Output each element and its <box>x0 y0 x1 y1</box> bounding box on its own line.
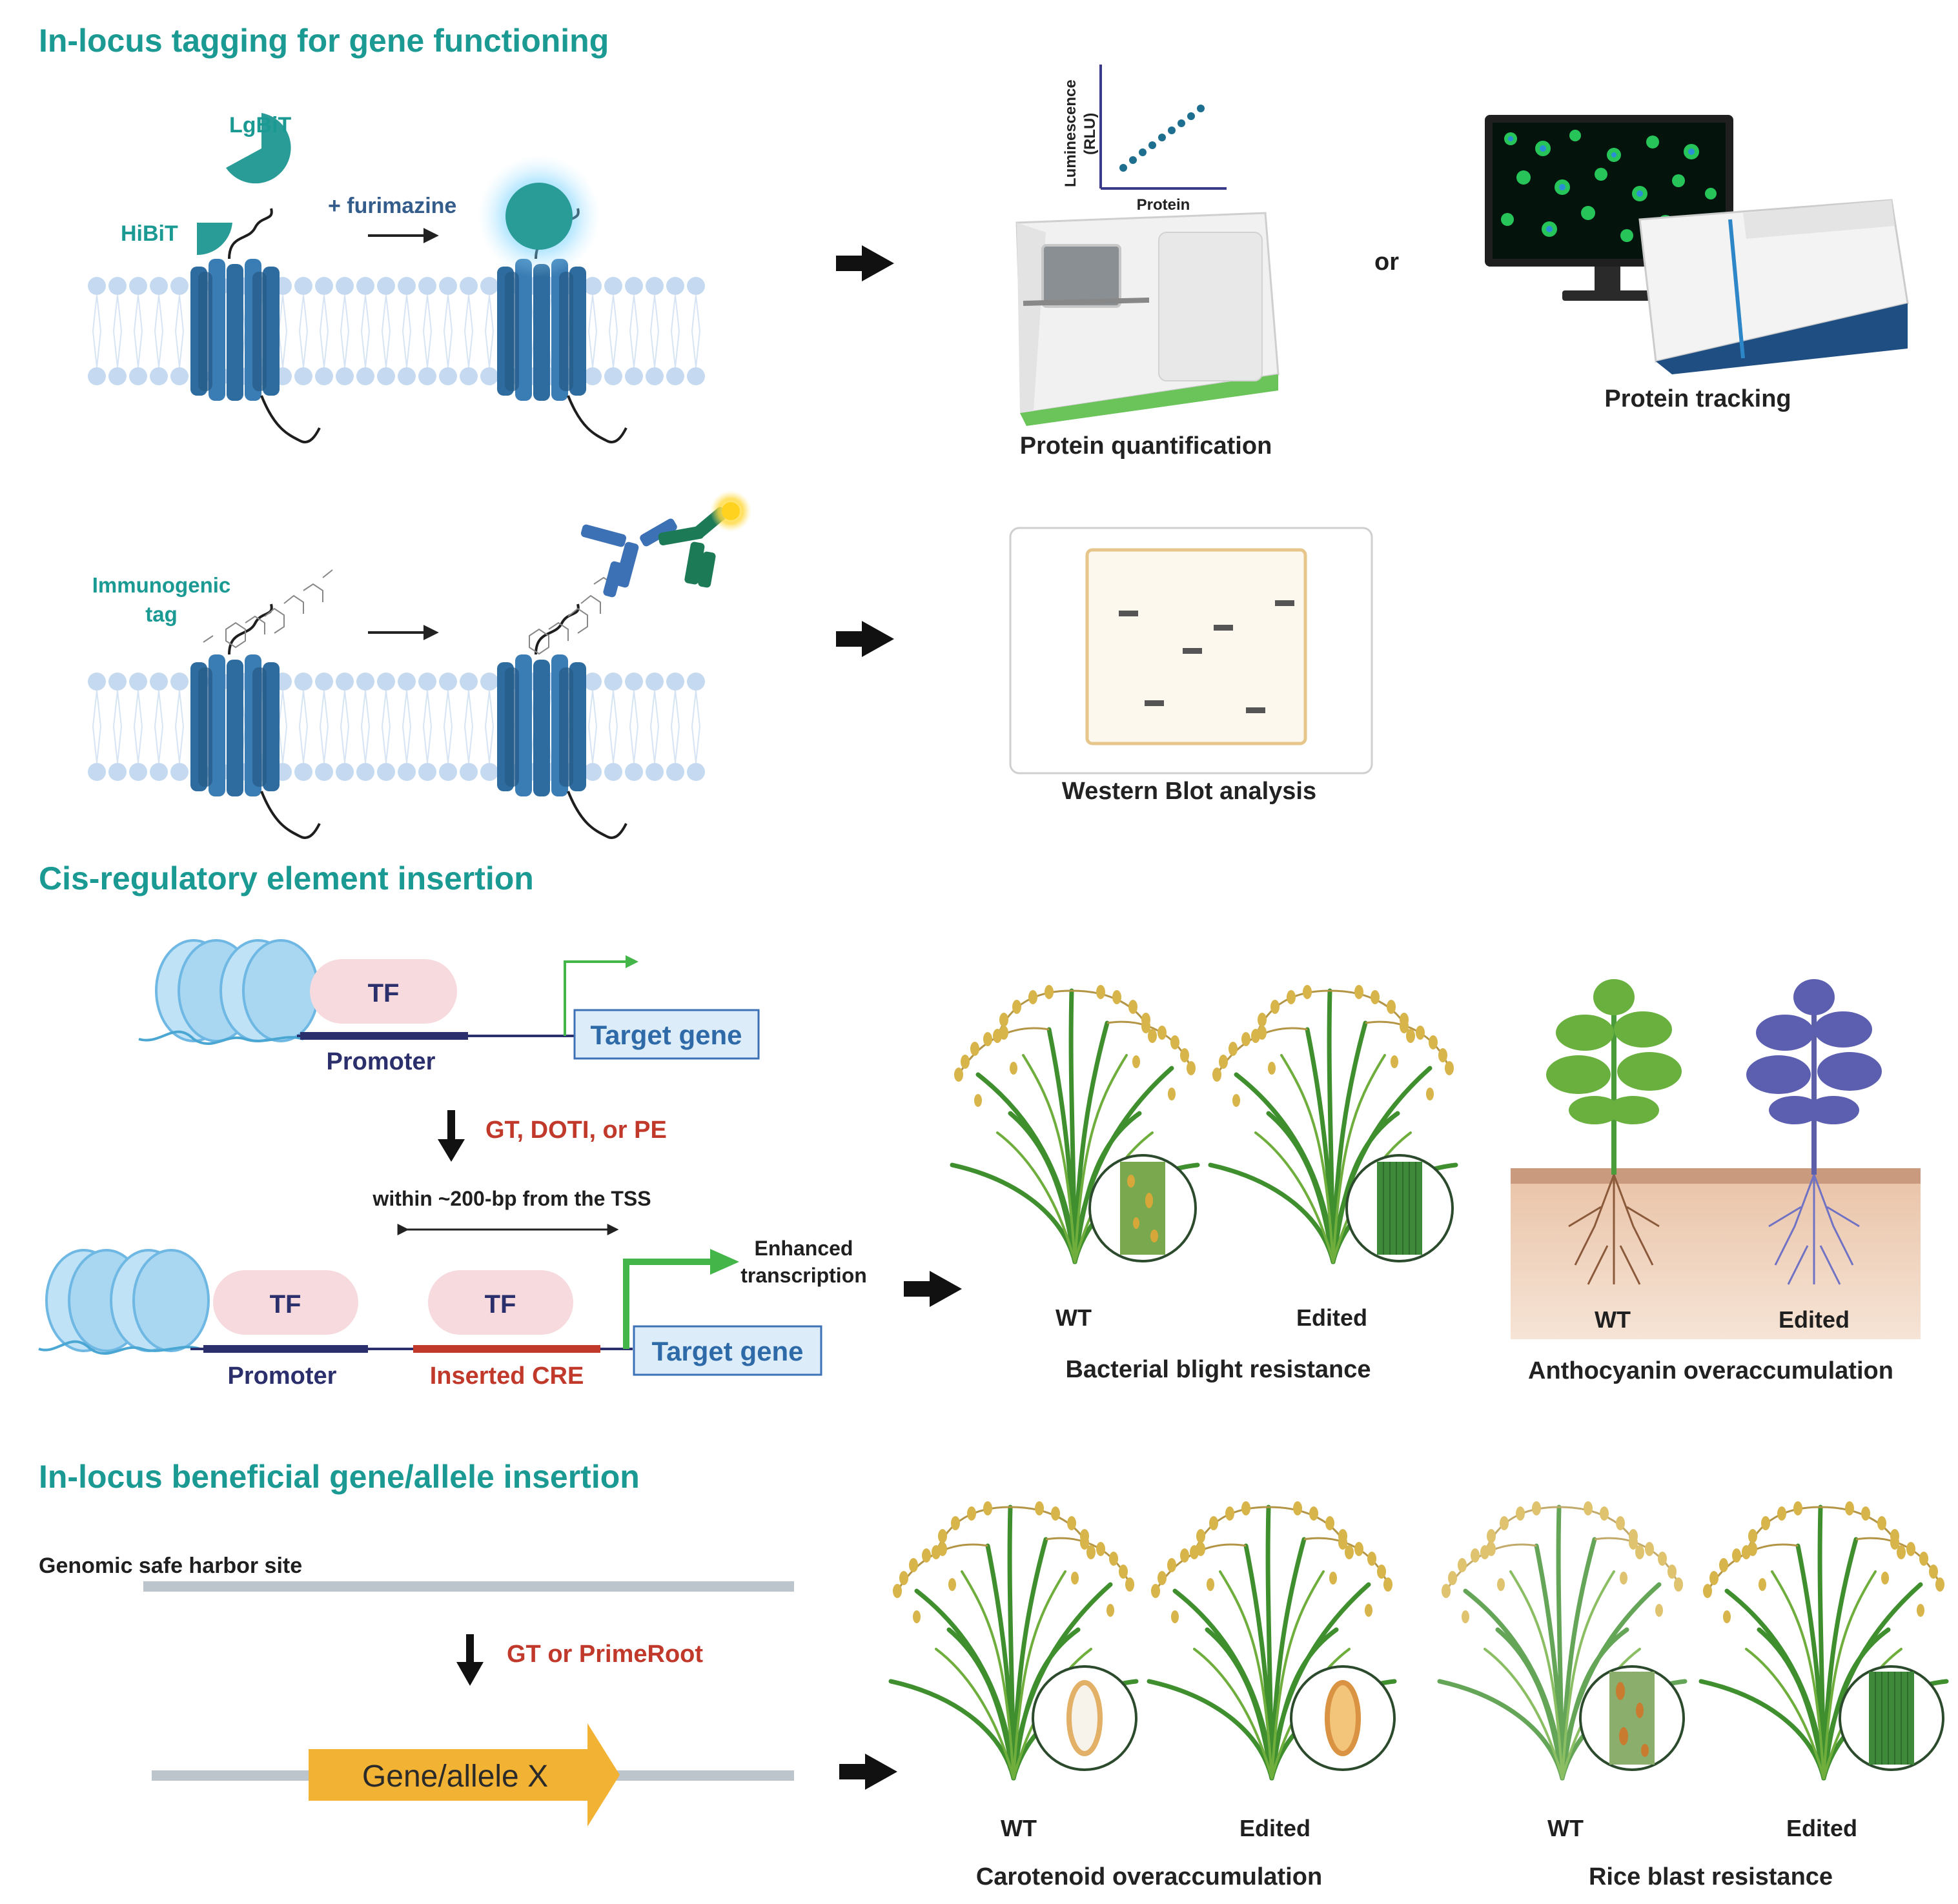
luminescence-plot: Luminescence (RLU) Protein concentration <box>1062 65 1227 232</box>
plot-ylabel-1: Luminescence <box>1062 79 1079 187</box>
wt-label-blast: WT <box>1547 1815 1584 1841</box>
western-blot-label: Western Blot analysis <box>1062 778 1316 805</box>
within-tss-label: within ~200-bp from the TSS <box>372 1187 651 1210</box>
edited-label-bb: Edited <box>1296 1304 1367 1331</box>
edited-label-anthocyanin: Edited <box>1779 1306 1850 1333</box>
hibit-label: HiBiT <box>121 221 178 246</box>
promoter-bar-bottom <box>203 1345 368 1353</box>
tss-arrowhead-bottom <box>710 1249 739 1275</box>
anthocyanin-label: Anthocyanin overaccumulation <box>1528 1357 1893 1384</box>
enhanced-label-2: transcription <box>740 1264 867 1287</box>
tss-arrow-bottom <box>623 1259 717 1349</box>
immunogenic-tag-label-1: Immunogenic <box>92 573 231 597</box>
section-cre: Cis-regulatory element insertion TF Prom… <box>38 860 1921 1390</box>
immunogenic-tag-label-2: tag <box>145 602 178 626</box>
target-gene-box-top <box>573 1009 760 1060</box>
target-gene-label-top: Target gene <box>591 1020 742 1050</box>
flow-arrow-3 <box>904 1271 962 1307</box>
flow-arrow-1 <box>836 245 894 281</box>
insertion-methods-label: GT or PrimeRoot <box>507 1641 703 1668</box>
furimazine-label: + furimazine <box>328 194 456 218</box>
flow-arrow-4 <box>839 1754 897 1790</box>
gene-allele-label: Gene/allele X <box>362 1759 548 1794</box>
lgbit-label: LgBiT <box>229 113 292 137</box>
enhanced-label-1: Enhanced <box>755 1237 853 1260</box>
receptor-2b <box>496 603 627 839</box>
nucleosome-top <box>138 939 320 1046</box>
tf-bubble-bottom-1 <box>213 1270 358 1335</box>
leaf-veins <box>1383 1162 1416 1255</box>
lesion-spots <box>1127 1175 1158 1242</box>
inserted-cre-bar <box>413 1345 600 1353</box>
tf-label-top: TF <box>368 979 400 1008</box>
blast-lesions <box>1616 1682 1649 1757</box>
down-arrow-cre <box>438 1110 465 1162</box>
tf-label-bottom-1: TF <box>270 1290 301 1319</box>
section-title-tagging: In-locus tagging for gene functioning <box>39 23 609 59</box>
wt-label-anthocyanin: WT <box>1595 1306 1631 1333</box>
golden-grain <box>1325 1680 1361 1756</box>
cell-membrane-2 <box>87 672 706 782</box>
section-insertion: In-locus beneficial gene/allele insertio… <box>39 1459 1946 1890</box>
or-label: or <box>1374 248 1399 276</box>
down-arrow-insertion <box>456 1634 484 1686</box>
plot-xlabel-1: Protein <box>1137 196 1190 214</box>
target-gene-label-bottom: Target gene <box>652 1336 804 1366</box>
safe-harbor-label: Genomic safe harbor site <box>39 1554 302 1578</box>
tf-bubble-bottom-2 <box>428 1270 573 1335</box>
cre-methods-label: GT, DOTI, or PE <box>485 1117 667 1144</box>
section-title-insertion: In-locus beneficial gene/allele insertio… <box>39 1459 640 1495</box>
tag-structure-1 <box>203 569 333 649</box>
promoter-label-bottom: Promoter <box>228 1362 337 1390</box>
wt-label-carotenoid: WT <box>1001 1815 1037 1841</box>
lgbit-shape <box>226 113 291 184</box>
tf-bubble-top <box>310 959 457 1024</box>
leaf-veins-3 <box>1875 1672 1908 1765</box>
diseased-leaf <box>1120 1162 1165 1255</box>
primary-antibody-icon <box>580 518 677 598</box>
bacterial-blight-label: Bacterial blight resistance <box>1065 1356 1371 1383</box>
healthy-leaf <box>1377 1162 1422 1255</box>
inserted-cre-label: Inserted CRE <box>430 1362 584 1390</box>
edited-label-blast: Edited <box>1786 1815 1857 1841</box>
enzyme-core <box>722 502 740 520</box>
flow-arrow-2 <box>836 621 894 657</box>
plot-ylabel-2: (RLU) <box>1081 113 1099 155</box>
cell-membrane-1 <box>87 276 706 386</box>
protein-quantification-label: Protein quantification <box>1020 432 1272 460</box>
target-gene-box-bottom <box>633 1325 822 1376</box>
edited-label-carotenoid: Edited <box>1239 1815 1310 1841</box>
tf-label-bottom-2: TF <box>485 1290 516 1319</box>
nanoluc-complex <box>505 183 573 250</box>
imaging-system-icon <box>1485 115 1909 374</box>
section-tagging: In-locus tagging for gene functioning Lg… <box>39 23 1909 839</box>
tomato-plant-edited <box>1746 979 1882 1285</box>
carotenoid-label: Carotenoid overaccumulation <box>976 1863 1322 1890</box>
rice-blast-label: Rice blast resistance <box>1589 1863 1833 1890</box>
luminometer-icon <box>1015 212 1280 426</box>
tag-structure-2 <box>529 576 614 655</box>
wt-label-bb: WT <box>1055 1304 1092 1331</box>
soil-panel <box>1511 1168 1921 1339</box>
nucleosome-bottom <box>38 1249 210 1355</box>
promoter-bar-top <box>300 1032 468 1040</box>
western-blot-panel <box>1009 527 1373 775</box>
healthy-leaf-3 <box>1869 1672 1914 1765</box>
protein-tracking-label: Protein tracking <box>1604 385 1791 412</box>
promoter-label-top: Promoter <box>327 1048 436 1075</box>
tomato-plant-wt <box>1546 979 1682 1285</box>
safe-harbor-bar <box>143 1581 794 1592</box>
hibit-shape <box>197 223 232 256</box>
gene-allele-arrow <box>309 1723 620 1827</box>
tss-arrow-top <box>564 955 638 1036</box>
white-grain <box>1066 1680 1103 1756</box>
section-title-cre: Cis-regulatory element insertion <box>39 860 534 896</box>
